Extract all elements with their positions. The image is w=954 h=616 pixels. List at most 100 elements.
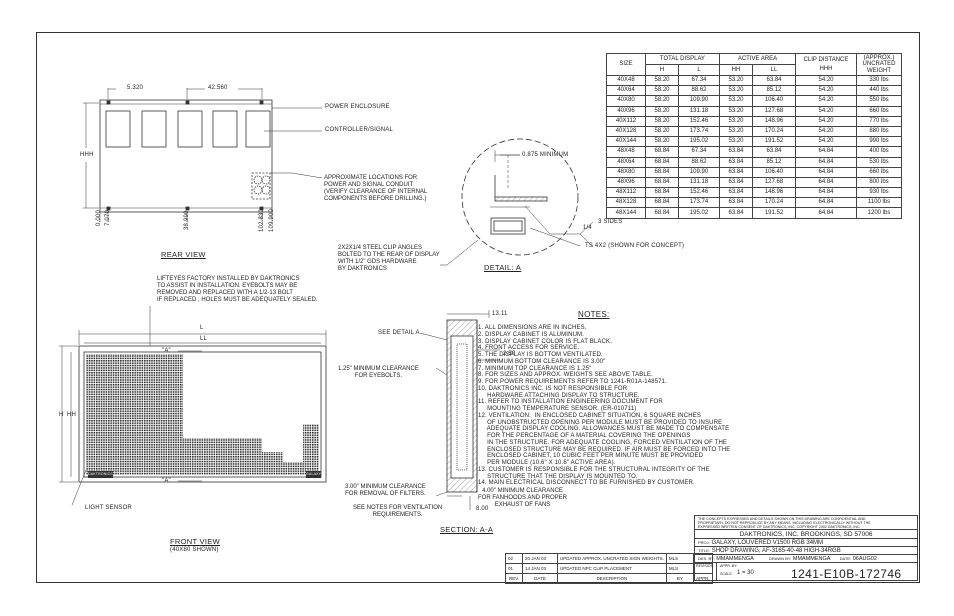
table-cell: 40X96 [606,105,646,117]
table-cell: 131.18 [678,176,720,189]
clip-angle-note: 2X2X1/4 STEEL CLIP ANGLES BOLTED TO THE … [338,245,440,272]
table-cell: 990 lbs [856,136,902,148]
see-detail-a: SEE DETAIL A [378,330,420,336]
table-cell: 48X112 [606,187,646,199]
table-cell: 63.84 [719,176,753,189]
rear-dim-hhh: HHH [80,152,94,158]
rear-view-drawing [83,88,323,222]
note-line: 10. DAKTRONICS INC. IS NOT RESPONSIBLE F… [478,385,628,392]
table-cell: 1100 lbs [856,197,902,209]
table-cell: 152.46 [678,115,720,127]
table-cell: 64.84 [795,207,857,219]
table-cell: 330 lbs [856,74,902,87]
revision-header-cell: DATE [522,573,558,584]
rear-dim-38990: 38.990 [184,210,190,230]
detail-a-drawing [440,138,594,266]
section-aa-title: SECTION: A-A [440,525,494,534]
table-cell: 53.20 [719,95,753,107]
table-cell: 880 lbs [856,125,902,138]
disclaimer: THE CONCEPTS EXPRESSED AND DETAILS SHOWN… [695,516,917,530]
table-cell: 173.74 [678,197,720,209]
note-line: IN THE STRUCTURE. FOR ADEQUATE COOLING, … [478,439,728,446]
col-ll: LL [752,64,796,76]
note-line: 5. THE DISPLAY IS BOTTOM VENTILATED. [478,352,603,358]
note-line: HARDWARE ATTACHING DISPLAY TO STRUCTURE. [478,392,640,399]
table-cell: 68.84 [645,146,679,158]
table-cell: 54.20 [795,85,857,97]
table-cell: 800 lbs [856,176,902,189]
ventilation-note: SEE NOTES FOR VENTILATION REQUIREMENTS. [353,505,443,518]
table-cell: 440 lbs [856,85,902,97]
table-cell: 40X112 [606,115,646,127]
rear-view-title: REAR VIEW [161,250,206,259]
col-l: L [678,64,720,76]
table-cell: 40X144 [606,136,646,148]
table-cell: 54.20 [795,95,857,107]
col-active-area: ACTIVE AREA [719,53,796,65]
table-cell: 48X80 [606,166,646,178]
note-line: FOR THE PERCENTAGE OF A MATERIAL COVERIN… [478,433,691,439]
table-cell: 48X96 [606,176,646,189]
table-cell: 195.02 [678,136,720,148]
table-cell: 660 lbs [856,166,902,178]
title-line: TITLE: SHOP DRAWING, AF-3165-40-48 HIGH-… [695,547,917,555]
rear-dim-102830: 102.830 [259,208,265,232]
table-cell: 40X48 [606,74,646,87]
revision-header-cell: APPR. [692,573,713,584]
front-view-title: FRONT VIEW [170,537,220,546]
table-cell: 63.84 [719,166,753,178]
detail-a-title: DETAIL: A [484,263,522,272]
fan-clearance-note: 4.00" MINIMUM CLEARANCE FOR FANHOODS AND… [478,488,568,508]
eyebolt-clearance-note: 1.25" MINIMUM CLEARANCE FOR EYEBOLTS. [338,366,419,379]
note-line: 6. MINIMUM BOTTOM CLEARANCE IS 3.00" [478,358,606,365]
note-line: 14. MAIN ELECTRICAL DISCONNECT TO BE FUR… [478,480,695,487]
detail-a-tube: TS 4X2 (SHOWN FOR CONCEPT) [585,243,685,249]
revision-header-cell: DESCRIPTION [557,573,667,584]
front-dim-l: L [200,325,204,331]
table-cell: 109.90 [678,95,720,107]
table-cell: 40X80 [606,95,646,107]
table-cell: 53.20 [719,136,753,148]
notes-list: 1. ALL DIMENSIONS ARE IN INCHES.2. DISPL… [478,325,730,487]
table-cell: 63.84 [719,187,753,199]
section-aa-drawing [419,310,500,510]
table-cell: 58.20 [645,85,679,97]
table-cell: 195.02 [678,207,720,219]
front-dim-h: H [59,412,64,418]
table-cell: 770 lbs [856,115,902,127]
note-line: ADEQUATE DISPLAY COOLING. ALLOWANCES MUS… [478,426,730,433]
table-cell: 170.24 [752,197,796,209]
revision-cell: 02 [505,553,523,564]
table-cell: 68.84 [645,197,679,209]
title-block: THE CONCEPTS EXPRESSED AND DETAILS SHOWN… [694,515,918,581]
project-line: PROJ: GALAXY, LOUVERED V1500 RGB 34MM [695,539,917,547]
table-cell: 67.34 [678,74,720,87]
front-logo-left: DAKTRONICS [88,471,113,478]
table-cell: 48X64 [606,156,646,168]
table-cell: 48X128 [606,197,646,209]
table-cell: 64.84 [795,187,857,199]
revision-cell: 20 JAN 03 [522,553,558,564]
front-view-drawing [59,306,327,506]
note-line: 7. MINIMUM TOP CLEARANCE IS 1.25" [478,365,592,372]
table-cell: 54.20 [795,115,857,127]
col-h: H [645,64,679,76]
table-cell: 930 lbs [856,187,902,199]
table-cell: 48X144 [606,207,646,219]
note-line: 9. FOR POWER REQUIREMENTS REFER TO 1241-… [478,379,667,385]
table-cell: 68.84 [645,166,679,178]
note-line: 3. DISPLAY CABINET COLOR IS FLAT BLACK. [478,338,613,345]
table-cell: 64.84 [795,176,857,189]
light-sensor-label: LIGHT SENSOR [85,505,132,511]
table-cell: 1200 lbs [856,207,902,219]
table-cell: 54.20 [795,74,857,87]
scale-value: 1 = 30 [737,570,754,576]
company-line: DAKTRONICS, INC. BROOKINGS, SD 57006 [695,530,917,539]
table-cell: 63.84 [752,146,796,158]
note-line: 13. CUSTOMER IS RESPONSIBLE FOR THE STRU… [478,466,710,473]
